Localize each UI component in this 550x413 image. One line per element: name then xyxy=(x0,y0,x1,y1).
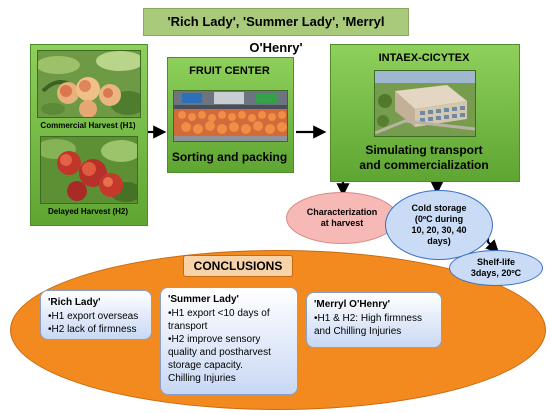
conclusions-title: CONCLUSIONS xyxy=(183,255,293,277)
merryl-heading: 'Merryl O'Henry' xyxy=(314,299,391,310)
fruit-center-title: FRUIT CENTER xyxy=(189,65,270,77)
cold-storage-line4: days) xyxy=(427,236,451,246)
cold-storage-line2: (0ºC during xyxy=(414,214,464,224)
summer-lady-line: quality and postharvest xyxy=(168,347,271,358)
delayed-harvest-label: Delayed Harvest (H2) xyxy=(47,207,129,216)
characterization-line2: at harvest xyxy=(320,218,364,228)
cold-storage-line3: 10, 20, 30, 40 xyxy=(411,225,467,235)
intaex-title: INTAEX-CICYTEX xyxy=(378,52,470,64)
merryl-card: 'Merryl O'Henry' •H1 & H2: High firmness… xyxy=(306,292,442,348)
summer-lady-line: •H1 export <10 days of xyxy=(168,308,270,319)
diagram-title: 'Rich Lady', 'Summer Lady', 'Merryl O'He… xyxy=(143,8,409,55)
summer-lady-line: •H2 improve sensory xyxy=(168,334,261,345)
delayed-harvest-photo xyxy=(40,136,138,204)
rich-lady-card: 'Rich Lady' •H1 export overseas •H2 lack… xyxy=(40,290,152,340)
merryl-line: •H1 & H2: High firmness xyxy=(314,313,422,324)
rich-lady-line: •H2 lack of firmness xyxy=(48,324,137,335)
intaex-caption-line2: and commercialization xyxy=(359,158,489,172)
shelf-life-line1: Shelf-life xyxy=(476,257,515,267)
summer-lady-heading: 'Summer Lady' xyxy=(168,294,239,305)
fruit-center-photo xyxy=(173,90,288,142)
rich-lady-heading: 'Rich Lady' xyxy=(48,297,101,308)
cold-storage-oval: Cold storage (0ºC during 10, 20, 30, 40 … xyxy=(385,190,493,260)
merryl-line: and Chilling Injuries xyxy=(314,326,402,337)
characterization-line1: Characterization xyxy=(306,207,378,217)
rich-lady-line: •H1 export overseas xyxy=(48,311,139,322)
intaex-caption: Simulating transport and commercializati… xyxy=(330,143,518,173)
summer-lady-card: 'Summer Lady' •H1 export <10 days of tra… xyxy=(160,287,298,395)
summer-lady-line: transport xyxy=(168,321,208,332)
shelf-life-oval: Shelf-life 3days, 20ºC xyxy=(449,250,543,286)
commercial-harvest-label: Commercial Harvest (H1) xyxy=(40,121,136,130)
summer-lady-line: Chilling Injuries xyxy=(168,373,236,384)
summer-lady-line: storage capacity. xyxy=(168,360,243,371)
shelf-life-line2: 3days, 20ºC xyxy=(470,268,522,278)
intaex-caption-line1: Simulating transport xyxy=(365,143,483,157)
fruit-center-caption: Sorting and packing xyxy=(171,150,288,164)
cold-storage-line1: Cold storage xyxy=(411,203,467,213)
intaex-building-photo xyxy=(374,70,476,137)
characterization-oval: Characterization at harvest xyxy=(286,192,398,244)
commercial-harvest-photo xyxy=(37,50,141,118)
